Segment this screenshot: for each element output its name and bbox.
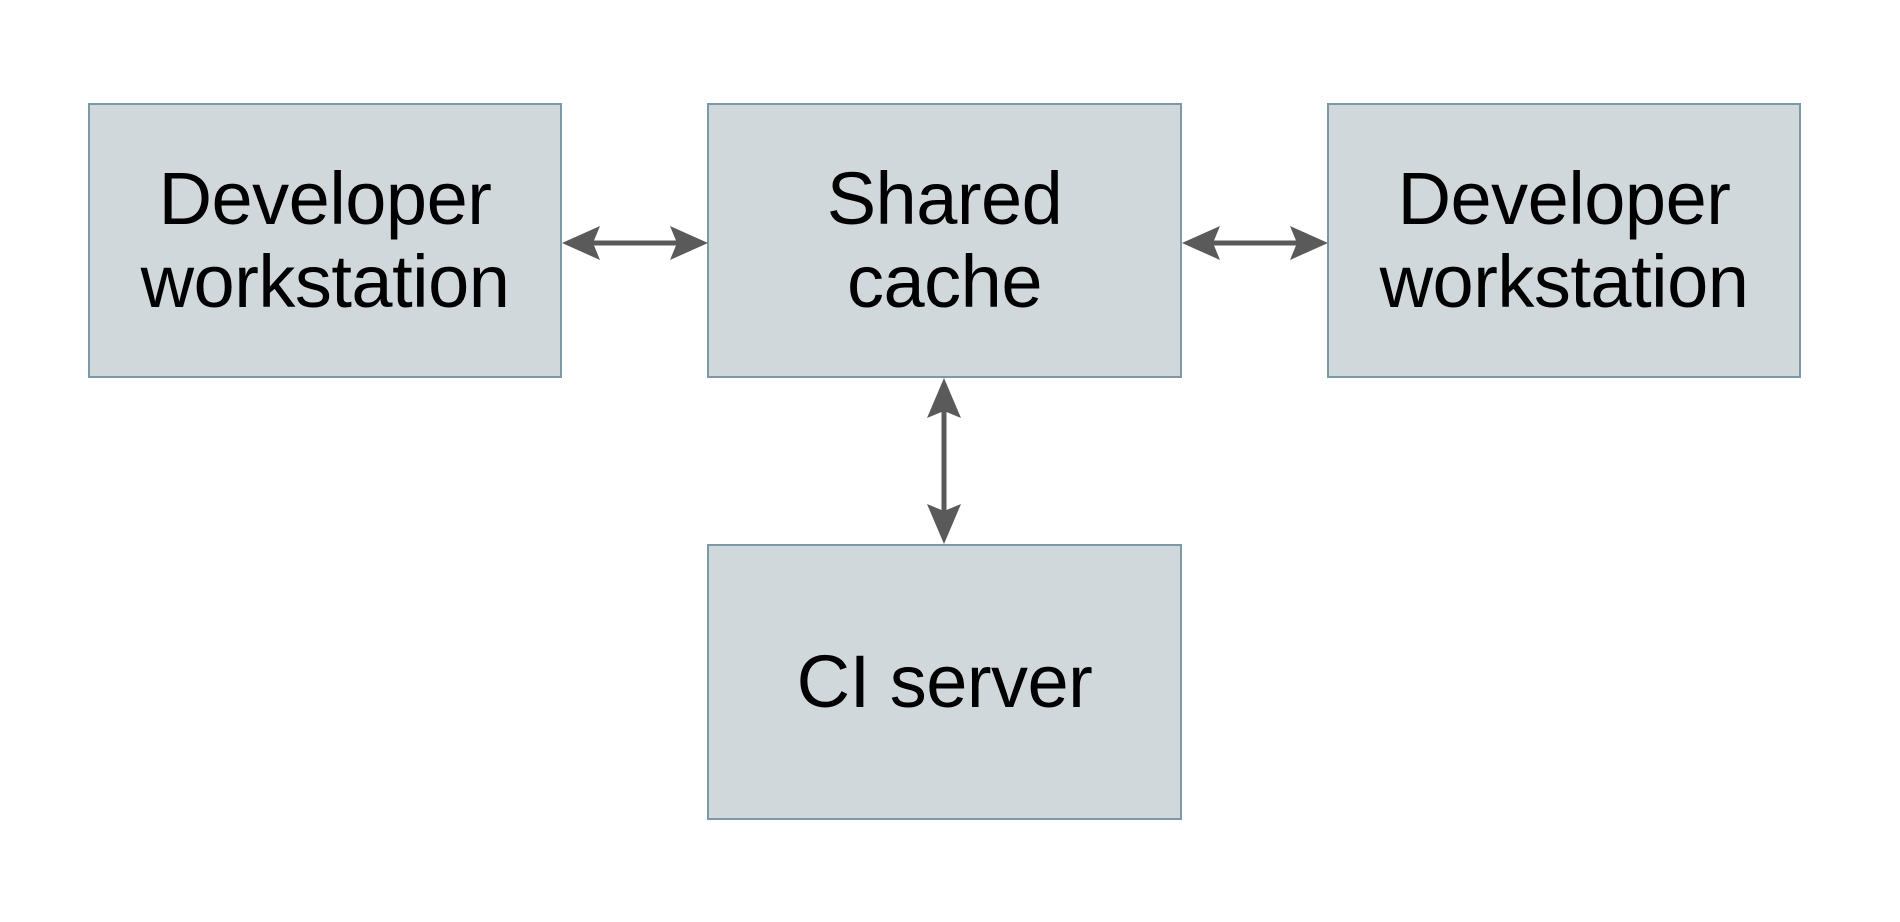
node-developer-workstation-right[interactable]: Developer workstation — [1327, 103, 1801, 378]
node-label-shared-cache: Shared cache — [826, 156, 1063, 323]
node-label-developer-workstation-right: Developer workstation — [1379, 156, 1749, 323]
node-ci-server[interactable]: CI server — [707, 544, 1182, 820]
node-shared-cache[interactable]: Shared cache — [707, 103, 1182, 378]
node-label-developer-workstation-left: Developer workstation — [140, 156, 510, 323]
connector-dev-left-to-shared-cache — [562, 226, 708, 260]
node-label-ci-server: CI server — [796, 639, 1093, 723]
connector-shared-cache-to-ci-server — [927, 378, 961, 544]
connector-shared-cache-to-dev-right — [1182, 226, 1328, 260]
node-developer-workstation-left[interactable]: Developer workstation — [88, 103, 562, 378]
